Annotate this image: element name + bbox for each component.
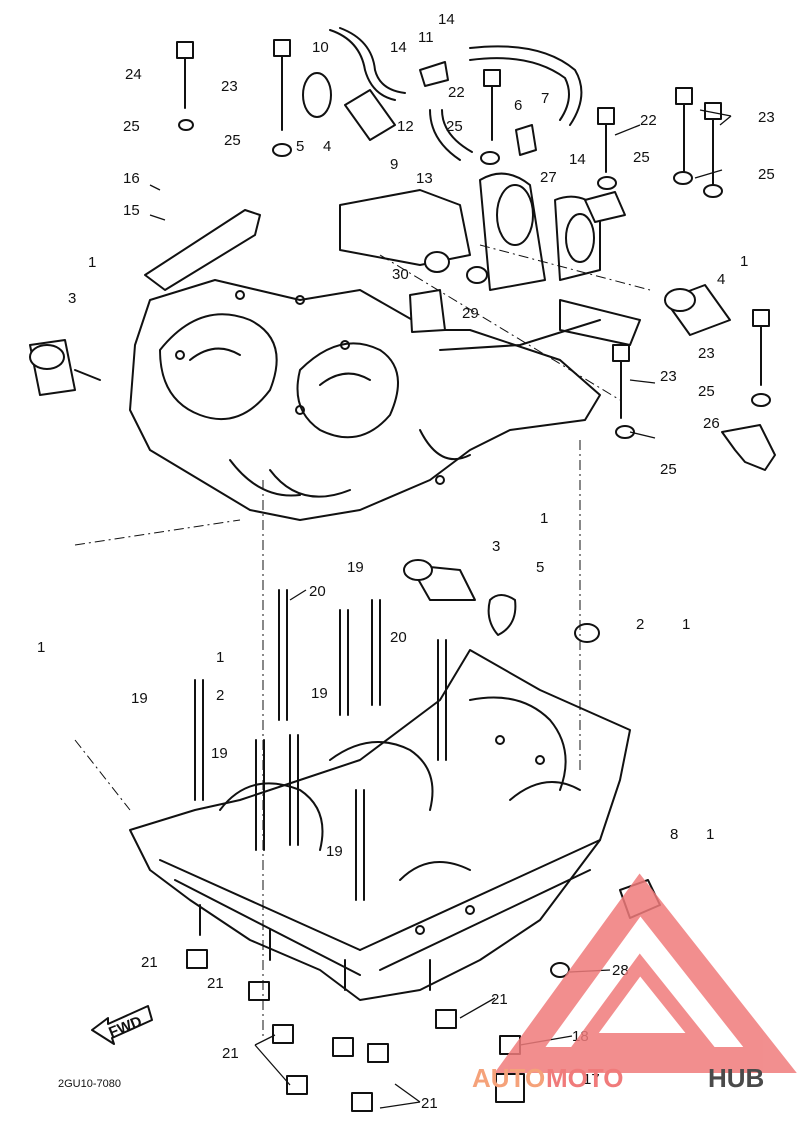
label-25c: 25	[446, 118, 463, 135]
label-19c: 19	[311, 685, 328, 702]
label-24: 24	[125, 66, 142, 83]
label-16: 16	[123, 170, 140, 187]
label-14a: 14	[390, 39, 407, 56]
part-26-clamp	[721, 424, 776, 471]
label-22b: 22	[640, 112, 657, 129]
label-19d: 19	[211, 745, 228, 762]
label-10: 10	[312, 39, 329, 56]
label-25b: 25	[224, 132, 241, 149]
label-19b: 19	[131, 690, 148, 707]
label-1d: 1	[682, 616, 690, 633]
label-12: 12	[397, 118, 414, 135]
part-9-fitting	[344, 89, 396, 141]
label-1c: 1	[540, 510, 548, 527]
part-3-bush-left	[29, 339, 101, 396]
label-19a: 19	[347, 559, 364, 576]
label-14b: 14	[438, 11, 455, 28]
label-23d: 23	[660, 368, 677, 385]
label-3b: 3	[492, 538, 500, 555]
label-11: 11	[418, 29, 434, 46]
label-5a: 5	[296, 138, 304, 155]
label-26: 26	[703, 415, 720, 432]
part-29-plug	[466, 266, 488, 284]
label-30: 30	[392, 266, 409, 283]
label-1g: 1	[706, 826, 714, 843]
label-5b: 5	[536, 559, 544, 576]
part-6-fitting	[515, 124, 537, 156]
label-25d: 25	[633, 149, 650, 166]
part-5-disc	[302, 72, 332, 118]
label-22a: 22	[448, 84, 465, 101]
label-8: 8	[670, 826, 678, 843]
label-23c: 23	[698, 345, 715, 362]
label-21a: 21	[141, 954, 158, 971]
label-21c: 21	[491, 991, 508, 1008]
automotohub-watermark	[494, 873, 797, 1073]
label-23b: 23	[758, 109, 775, 126]
label-3a: 3	[68, 290, 76, 307]
label-1e: 1	[37, 639, 45, 656]
studs	[194, 589, 447, 901]
drawing-code: 2GU10-7080	[58, 1078, 121, 1090]
nuts	[186, 949, 525, 1112]
label-29: 29	[462, 305, 479, 322]
upper-crankcase	[129, 279, 601, 521]
upper-bolts	[176, 39, 770, 419]
label-25g: 25	[660, 461, 677, 478]
label-1f: 1	[216, 649, 224, 666]
label-9: 9	[390, 156, 398, 173]
label-20b: 20	[390, 629, 407, 646]
label-19e: 19	[326, 843, 343, 860]
label-27: 27	[540, 169, 557, 186]
label-4a: 4	[323, 138, 331, 155]
label-7: 7	[541, 90, 549, 107]
label-1a: 1	[88, 254, 96, 271]
label-13: 13	[416, 170, 433, 187]
label-21b: 21	[207, 975, 224, 992]
label-25a: 25	[123, 118, 140, 135]
part-27-plate	[584, 191, 626, 223]
label-25f: 25	[698, 383, 715, 400]
washers	[178, 119, 771, 439]
breather-hoses	[329, 27, 583, 161]
label-2a: 2	[636, 616, 644, 633]
fwd-arrow	[91, 1005, 153, 1045]
label-4b: 4	[717, 271, 725, 288]
label-2b: 2	[216, 687, 224, 704]
part-11-fitting	[419, 61, 449, 87]
label-23a: 23	[221, 78, 238, 95]
part-15-bracket	[144, 209, 261, 291]
label-25e: 25	[758, 166, 775, 183]
label-1b: 1	[740, 253, 748, 270]
watermark-auto: AUTO	[472, 1063, 545, 1093]
label-14c: 14	[569, 151, 586, 168]
part-number-labels: 24 23 25 25 5 4 10 14 11 14 22 12 25 9 1…	[37, 11, 775, 1112]
label-21d: 21	[222, 1045, 239, 1062]
label-20a: 20	[309, 583, 326, 600]
leader-lines	[74, 109, 732, 1109]
part-30-plug	[424, 251, 450, 273]
label-15: 15	[123, 202, 140, 219]
watermark-moto: MOTO	[546, 1063, 624, 1093]
crankshaft-journals	[339, 172, 641, 346]
watermark-hub: HUB	[708, 1063, 764, 1093]
label-6: 6	[514, 97, 522, 114]
fwd-label: FWD	[106, 1013, 144, 1042]
label-21e: 21	[421, 1095, 438, 1112]
part-17-block	[409, 289, 446, 333]
label-17: 17	[583, 1071, 600, 1088]
part-4-bush-right	[664, 284, 731, 336]
lower-crankcase	[129, 649, 631, 1001]
